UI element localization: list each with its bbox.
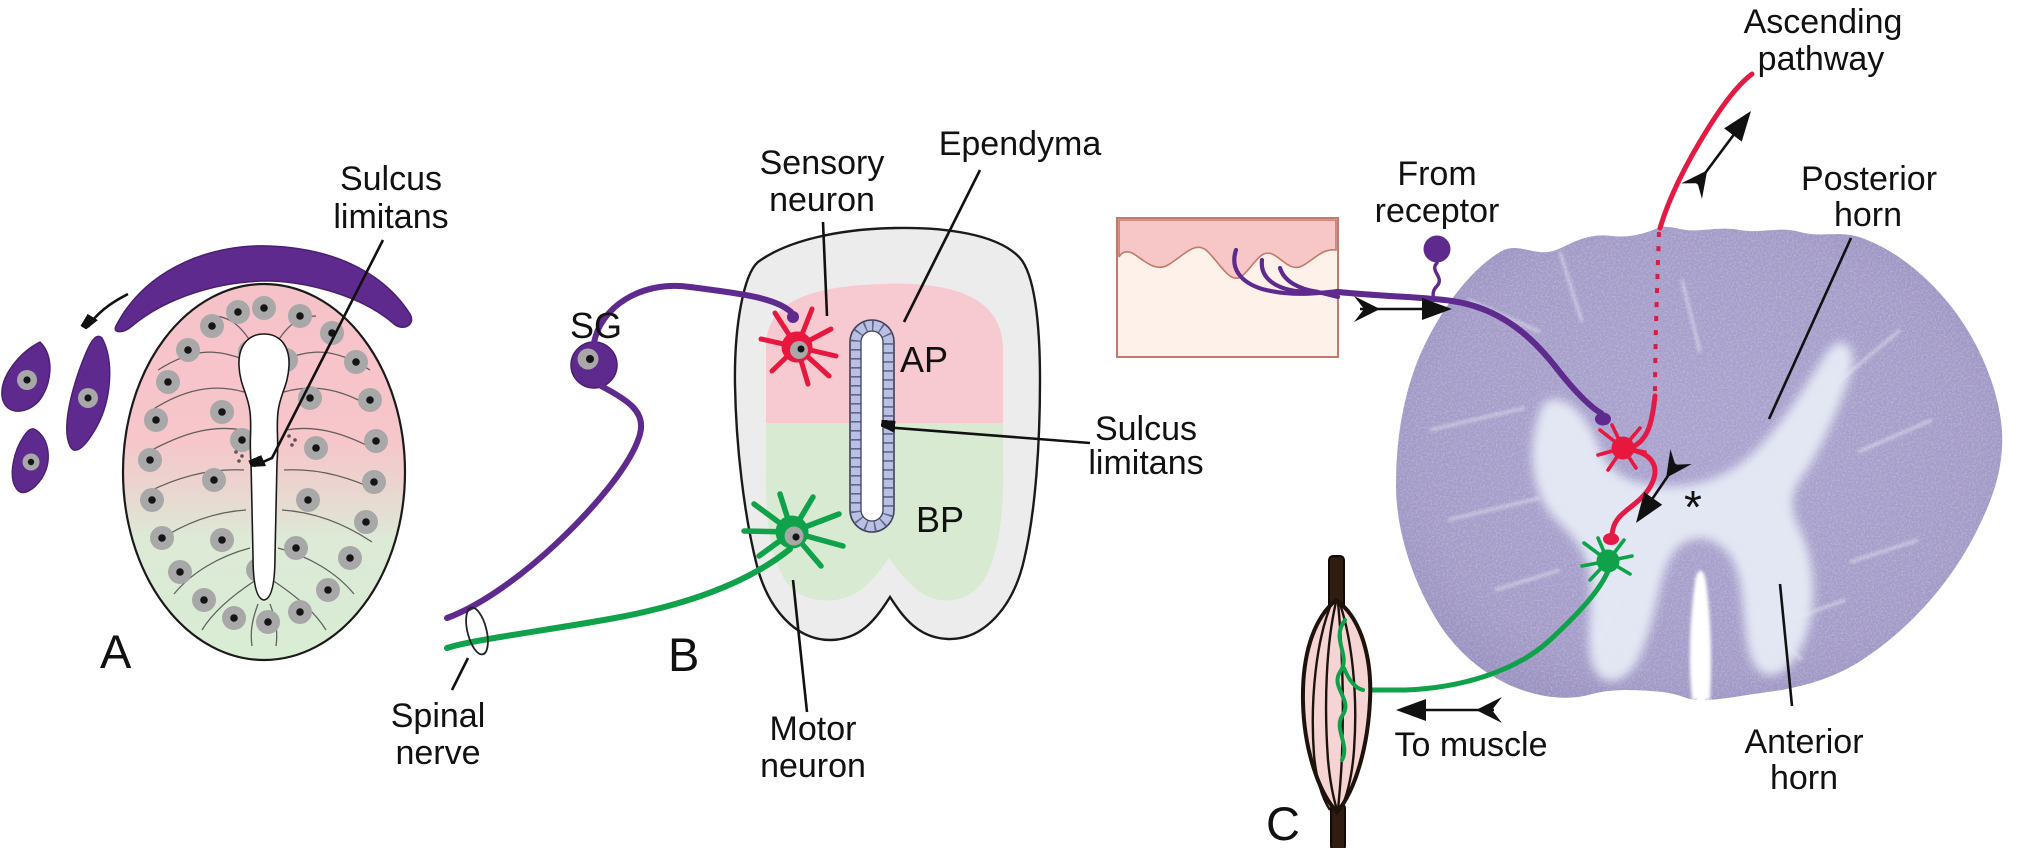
sulcus-limitans-a-line1: Sulcus <box>340 160 442 198</box>
ependyma-text: Ependyma <box>939 125 1102 163</box>
gray-matter-butterfly <box>1532 342 1853 682</box>
panel-letter-a: A <box>100 625 132 678</box>
sulcus-limitans-b-line2: limitans <box>1088 444 1203 482</box>
relay-axon <box>1609 393 1658 537</box>
anterior-horn-line2: horn <box>1770 759 1838 797</box>
epidermis <box>1118 219 1337 279</box>
label-ependyma: Ependyma <box>902 125 1102 323</box>
spinal-nerve-line2: nerve <box>395 734 480 772</box>
from-receptor-line1: From <box>1397 155 1476 193</box>
panel-c-adult-cord: From receptor Ascending pathway Posterio… <box>1116 3 2003 848</box>
ascending-axon-top <box>1657 71 1755 231</box>
crest-migration-arrow <box>88 292 129 327</box>
sensory-neuron-pointer <box>821 221 829 317</box>
free-nerve-endings <box>1232 247 1341 300</box>
sensory-neuron <box>758 306 839 387</box>
sulcus-limitans-a-line2: limitans <box>333 198 448 236</box>
label-spinal-nerve: Spinal nerve <box>391 657 486 772</box>
label-to-muscle: To muscle <box>1394 726 1547 764</box>
panel-letter-b: B <box>668 628 699 681</box>
panel-b-developing-cord: SG Sensory neuron Ependyma AP BP Sulcus … <box>391 125 1204 785</box>
impulse-arrow-from-receptor <box>1354 296 1452 322</box>
spinal-nerve-ring <box>465 606 489 656</box>
impulse-arrow-ascending <box>1681 104 1760 200</box>
label-sulcus-limitans-a: Sulcus limitans <box>254 160 449 466</box>
sg-peripheral-process <box>444 383 645 621</box>
ependymal-canal <box>849 319 895 533</box>
sensory-neuron-line1: Sensory <box>760 144 885 182</box>
anterior-median-fissure <box>1689 570 1711 700</box>
label-posterior-horn: Posterior horn <box>1767 160 1937 420</box>
neural-crest-nuclei <box>17 370 98 471</box>
label-sensory-neuron: Sensory neuron <box>760 144 885 317</box>
ependyma-pointer <box>902 169 982 323</box>
central-canal-asterisk: * <box>1684 481 1702 533</box>
sulcus-limitans-microcells <box>234 434 297 463</box>
motor-neuron <box>741 491 846 569</box>
posterior-horn-line2: horn <box>1834 196 1902 234</box>
motor-axon <box>444 546 793 651</box>
roof-plate <box>114 245 413 333</box>
label-sulcus-limitans-b: Sulcus limitans <box>884 410 1204 482</box>
sg-nucleolus <box>586 355 594 363</box>
sensory-neuron-line2: neuron <box>769 181 875 219</box>
label-from-receptor: From receptor <box>1375 155 1500 230</box>
panel-letter-c: C <box>1266 797 1300 848</box>
ascending-pathway-line2: pathway <box>1758 40 1885 78</box>
sulcus-limitans-a-pointer <box>254 239 385 466</box>
efferent-axon <box>1360 568 1611 693</box>
sulcus-limitans-b-arrow <box>884 427 1091 445</box>
label-ascending-pathway: Ascending pathway <box>1744 3 1903 78</box>
anterior-horn-line1: Anterior <box>1744 723 1863 761</box>
spinal-nerve-pointer <box>450 657 470 691</box>
neural-crest-cells <box>1 335 111 494</box>
posterior-horn-pointer <box>1767 237 1853 420</box>
motor-neuron-line1: Motor <box>770 710 857 748</box>
drg-cell-body <box>1423 235 1451 263</box>
ascending-axon-dashed <box>1653 231 1661 397</box>
impulse-arrow-internuncial <box>1626 449 1692 530</box>
drg-stem <box>1431 261 1441 302</box>
anterior-horn-pointer <box>1778 583 1794 707</box>
relay-neuron <box>1596 423 1647 472</box>
ventral-motor-neuron <box>1580 536 1634 582</box>
sg-synaptic-knob <box>787 311 799 323</box>
muscle <box>1300 555 1373 848</box>
afferent-synaptic-knob <box>1595 412 1611 426</box>
spinal-cord-section <box>1396 226 2003 700</box>
motor-neuron-pointer <box>791 579 809 713</box>
sg-central-process <box>591 282 794 346</box>
afferent-axon <box>1335 289 1604 416</box>
label-bp: BP <box>916 499 964 540</box>
relay-synaptic-knob <box>1603 533 1619 545</box>
impulse-arrow-to-muscle <box>1396 697 1502 723</box>
ascending-pathway-line1: Ascending <box>1744 3 1903 41</box>
spinal-nerve-line1: Spinal <box>391 697 486 735</box>
sulcus-limitans-b-line1: Sulcus <box>1095 410 1197 448</box>
label-sg: SG <box>570 305 622 346</box>
label-motor-neuron: Motor neuron <box>760 579 866 785</box>
skin-receptor-inset <box>1116 217 1341 358</box>
label-anterior-horn: Anterior horn <box>1744 583 1864 797</box>
label-ap: AP <box>900 339 948 380</box>
posterior-horn-line1: Posterior <box>1801 160 1937 198</box>
white-matter-texture <box>1396 226 2003 700</box>
motor-neuron-line2: neuron <box>760 747 866 785</box>
from-receptor-line2: receptor <box>1375 192 1500 230</box>
intrafusal-nerve <box>1335 618 1365 762</box>
panel-a-neural-tube: Sulcus limitans A <box>1 160 449 678</box>
